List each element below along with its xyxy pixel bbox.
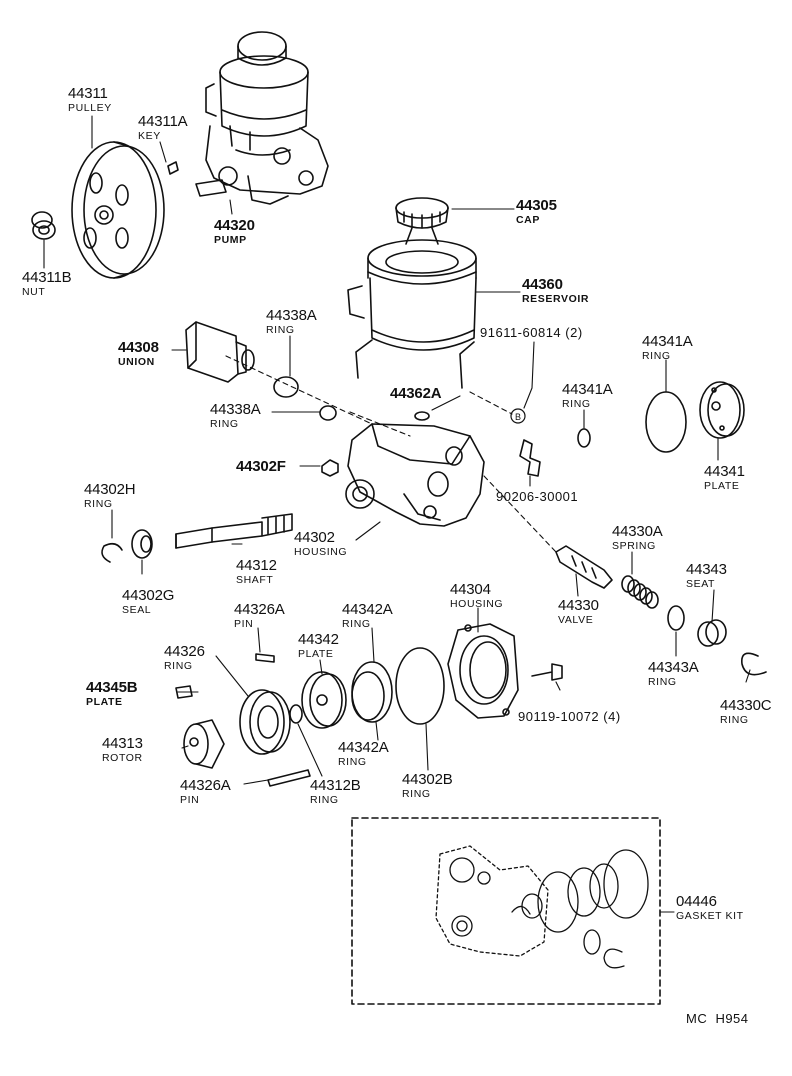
ring-44338A-bottom-illustration: [319, 405, 337, 421]
cap-illustration: [395, 197, 449, 245]
pulley-illustration: [71, 141, 165, 279]
marker-b-circle: [510, 408, 526, 424]
rotor-illustration: [183, 719, 225, 769]
plate-44342-illustration: [301, 671, 347, 729]
ring-44343A-illustration: [667, 605, 685, 631]
pump-assembly-illustration: [195, 31, 329, 205]
label-90206-30001: 90206-30001: [496, 489, 579, 504]
bolt-90119-illustration: [531, 663, 563, 681]
gasket-kit-box: [351, 817, 661, 1005]
ring-44312B-illustration: [289, 704, 303, 724]
shaft-illustration: [175, 513, 293, 549]
ring-44338A-top-illustration: [273, 376, 299, 398]
housing-44304-illustration: [447, 623, 519, 719]
ring-44326-illustration: [239, 689, 291, 755]
plate-44341-illustration: [699, 381, 745, 439]
ring-44302B-illustration: [395, 647, 445, 725]
ring-44341A-mid-illustration: [577, 428, 591, 448]
gasket-kit-contents-illustration: [435, 845, 649, 969]
spring-illustration: [621, 575, 659, 609]
bracket-90206-illustration: [519, 439, 541, 477]
reservoir-illustration: [347, 239, 477, 389]
nut-illustration: [31, 211, 56, 240]
ring-44342A-inner-illustration: [351, 671, 385, 721]
alignment-lines: [225, 355, 557, 553]
label-91611-60814: 91611-60814 (2): [480, 325, 583, 340]
housing-44302-illustration: [345, 423, 485, 527]
ring-44302H-illustration: [101, 542, 123, 563]
figure-code: MC H954: [686, 1011, 749, 1026]
plate-44345B-illustration: [175, 685, 193, 699]
pin-44326A-bottom-illustration: [267, 769, 311, 787]
seal-44302G-illustration: [131, 529, 153, 559]
valve-illustration: [555, 545, 613, 589]
union-illustration: [185, 321, 255, 383]
label-44362A: 44362A: [390, 385, 442, 402]
marker-b-letter: B: [515, 412, 521, 422]
leader-lines: [43, 115, 751, 913]
key-illustration: [167, 161, 179, 175]
ring-44342A-outer-illustration: [351, 661, 393, 723]
seat-44343-illustration: [697, 619, 727, 647]
pin-44326A-top-illustration: [255, 653, 275, 663]
plug-44302F-illustration: [321, 459, 339, 477]
label-44302F: 44302F: [236, 458, 286, 475]
ring-44330C-illustration: [741, 652, 767, 676]
label-90119-10072: 90119-10072 (4): [518, 709, 621, 724]
ring-44362A-illustration: [414, 411, 430, 421]
ring-44341A-top-illustration: [645, 391, 687, 453]
